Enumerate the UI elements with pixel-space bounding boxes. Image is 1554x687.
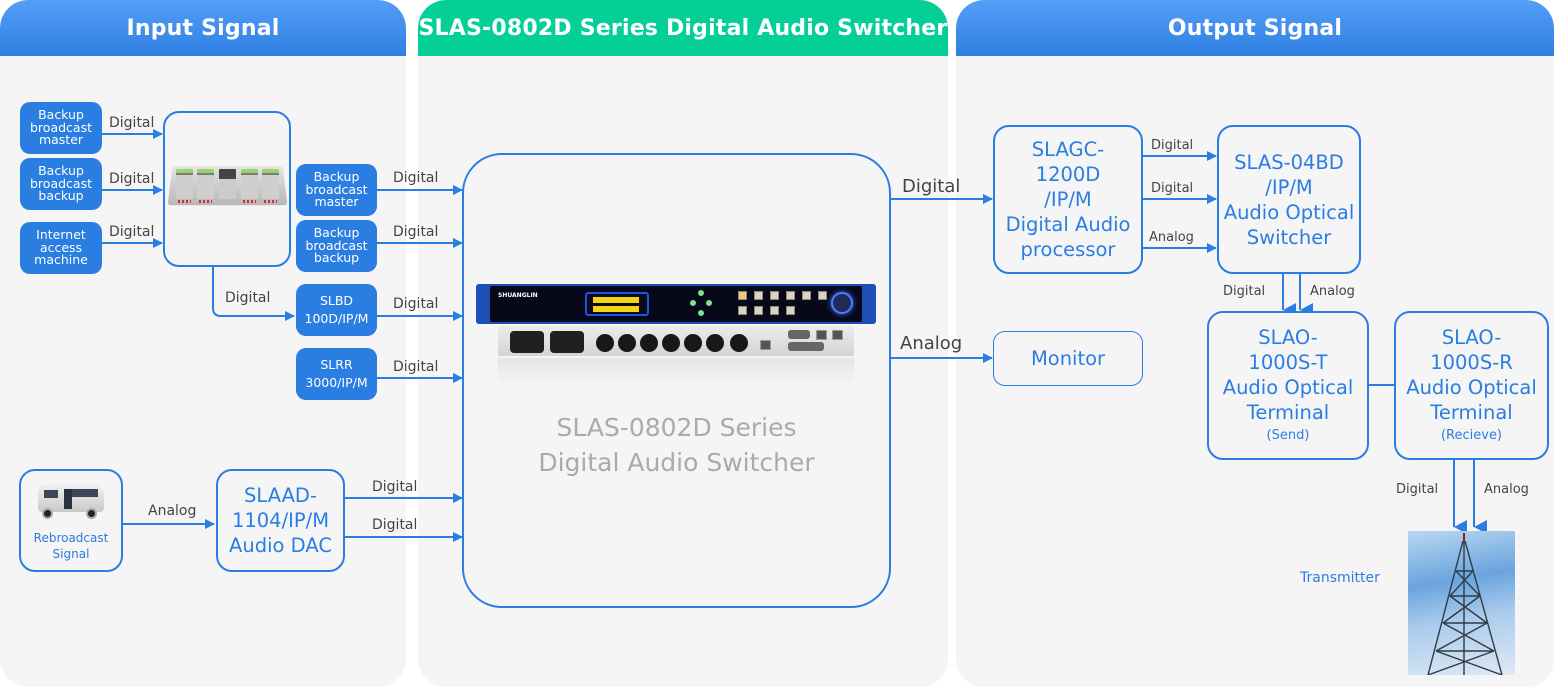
link-label: Digital	[393, 359, 439, 375]
link-label: Digital	[109, 171, 155, 187]
transmitter-label: Transmitter	[1300, 570, 1380, 586]
van-icon	[34, 484, 106, 522]
link-label: Digital	[1151, 138, 1194, 153]
mixing-console-icon	[167, 165, 288, 207]
terminal-receive-box[interactable]: SLAO- 1000S-R Audio Optical Terminal (Re…	[1394, 311, 1549, 460]
monitor-box[interactable]: Monitor	[993, 331, 1143, 386]
output-signal-header: Output Signal	[956, 0, 1554, 56]
link-label: Digital	[1223, 284, 1266, 299]
link-label: Digital	[393, 224, 439, 240]
link-label: Digital	[372, 479, 418, 495]
link-label: Digital	[393, 296, 439, 312]
link-label: Digital	[1151, 181, 1194, 196]
device-brand: SHUANGLIN	[498, 292, 538, 299]
audio-dac-box[interactable]: SLAAD- 1104/IP/M Audio DAC	[216, 469, 345, 572]
link-label: Digital	[109, 115, 155, 131]
link-label: Digital	[225, 290, 271, 306]
transmitter-tower-icon	[1408, 531, 1515, 675]
input-signal-header: Input Signal	[0, 0, 406, 56]
link-label: Analog	[1310, 284, 1355, 299]
link-label: Analog	[900, 333, 963, 354]
digital-audio-processor-box[interactable]: SLAGC- 1200D /IP/M Digital Audio process…	[993, 125, 1143, 274]
link-label: Digital	[372, 517, 418, 533]
terminal-send-box[interactable]: SLAO- 1000S-T Audio Optical Terminal (Se…	[1207, 311, 1369, 460]
switcher-device-box[interactable]	[462, 153, 891, 608]
audio-optical-switcher-box[interactable]: SLAS-04BD /IP/M Audio Optical Switcher	[1217, 125, 1361, 274]
link-label: Analog	[1484, 482, 1529, 497]
link-label: Digital	[393, 170, 439, 186]
switcher-header: SLAS-0802D Series Digital Audio Switcher	[418, 0, 948, 56]
link-label: Digital	[1396, 482, 1439, 497]
switcher-caption: SLAS-0802D Series Digital Audio Switcher	[538, 413, 815, 477]
link-label: Analog	[1149, 230, 1194, 245]
link-label: Digital	[109, 224, 155, 240]
link-label: Digital	[902, 176, 961, 197]
link-label: Analog	[148, 503, 197, 519]
rack-unit-icon: SHUANGLIN	[476, 284, 876, 384]
